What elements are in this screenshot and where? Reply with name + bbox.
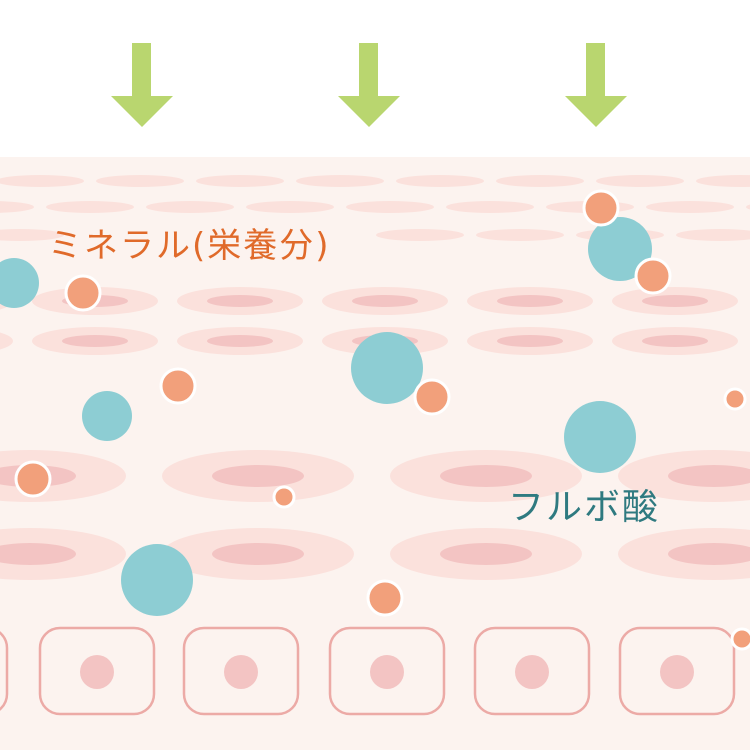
fulvic-acid-particle [588,217,652,281]
mineral-particle [413,378,451,416]
skin-cell [0,332,13,350]
flat-cell [146,201,234,213]
flat-cell [46,201,134,213]
fulvic-acid-particle [121,544,193,616]
basal-cell-nucleus [660,655,694,689]
mineral-particle [272,485,296,509]
fulvic-acid-particle [82,391,132,441]
skin-cells-group [0,175,750,716]
flat-cell [96,175,184,187]
flat-cell [496,175,584,187]
basal-cell-nucleus [370,655,404,689]
mineral-particle [159,367,197,405]
basal-cell [0,631,9,711]
cell-nucleus [440,465,532,487]
cell-nucleus [207,335,273,347]
cell-nucleus [212,543,304,565]
fulvic-acid-particle [351,332,423,404]
flat-cell [396,175,484,187]
down-arrow-icon [111,43,173,127]
flat-cell [196,175,284,187]
cell-nucleus [642,295,708,307]
down-arrow-icon [338,43,400,127]
cell-nucleus [352,295,418,307]
flat-cell [246,201,334,213]
particles-group [0,189,750,651]
basal-cell [182,626,300,716]
cell-nucleus [212,465,304,487]
cell-nucleus [207,295,273,307]
mineral-particle [730,627,750,651]
fulvic-acid-particle [0,258,39,308]
flat-cell [0,201,34,213]
cell-nucleus [668,465,750,487]
basal-cell-nucleus [80,655,114,689]
mineral-particle [64,274,102,312]
cell-nucleus [668,543,750,565]
basal-cell [328,626,446,716]
fulvic-acid-particle [564,401,636,473]
flat-cell [0,229,64,241]
cell-nucleus [440,543,532,565]
flat-cell [746,204,750,210]
flat-cell [646,201,734,213]
mineral-particle [723,387,747,411]
cell-nucleus [497,335,563,347]
fulvic-acid-label: フルボ酸 [508,487,661,528]
flat-cell [476,229,564,241]
arrows-group [111,43,627,127]
flat-cell [696,175,750,187]
basal-cell [38,626,156,716]
flat-cell [596,175,684,187]
flat-cell [0,175,84,187]
cell-nucleus [0,543,76,565]
basal-cell [618,626,736,716]
basal-cell-nucleus [515,655,549,689]
cell-nucleus [642,335,708,347]
mineral-particle [366,579,404,617]
mineral-particle [582,189,620,227]
flat-cell [346,201,434,213]
basal-cell-nucleus [224,655,258,689]
flat-cell [446,201,534,213]
flat-cell [676,229,750,241]
flat-cell [296,175,384,187]
basal-cell [473,626,591,716]
mineral-particle [14,460,52,498]
cell-nucleus [62,335,128,347]
minerals-label: ミネラル(栄養分) [48,226,331,266]
down-arrow-icon [565,43,627,127]
cell-nucleus [497,295,563,307]
mineral-particle [634,257,672,295]
flat-cell [376,229,464,241]
